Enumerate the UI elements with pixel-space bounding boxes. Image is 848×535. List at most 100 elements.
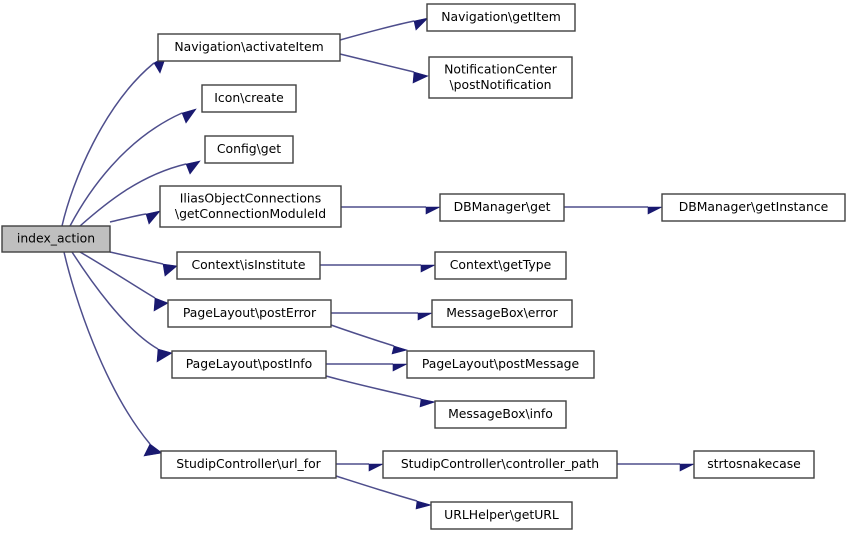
node-box[interactable] bbox=[406, 350, 595, 379]
node-sc_controllerpath[interactable]: StudipController\controller_path bbox=[382, 450, 618, 479]
node-label: Navigation\activateItem bbox=[174, 39, 323, 54]
edge-index_action-to-nav_activate bbox=[61, 55, 167, 227]
edge-line bbox=[61, 62, 155, 227]
edge-line bbox=[71, 251, 159, 350]
arrow-head-icon bbox=[145, 210, 161, 225]
edge-index_action-to-sc_urlfor bbox=[63, 251, 163, 457]
node-strtosnakecase[interactable]: strtosnakecase bbox=[693, 450, 815, 479]
node-notif_post[interactable]: NotificationCenter\postNotification bbox=[428, 56, 573, 99]
edge-line bbox=[79, 163, 187, 227]
arrow-head-icon bbox=[413, 17, 429, 31]
edge-sc_urlfor-to-url_geturl bbox=[335, 475, 433, 510]
node-label: Context\getType bbox=[450, 257, 552, 272]
node-url_geturl[interactable]: URLHelper\getURL bbox=[430, 501, 573, 530]
node-pl_postinfo[interactable]: PageLayout\postInfo bbox=[171, 350, 327, 379]
node-label: MessageBox\error bbox=[446, 305, 558, 320]
edge-index_action-to-pl_postinfo bbox=[71, 251, 173, 363]
node-label: Context\isInstitute bbox=[191, 257, 305, 272]
node-box[interactable] bbox=[428, 56, 573, 99]
node-label: Icon\create bbox=[214, 90, 283, 105]
node-box[interactable] bbox=[693, 450, 815, 479]
edge-pl_postinfo-to-mb_info bbox=[325, 375, 437, 408]
node-label: StudipController\controller_path bbox=[401, 456, 599, 471]
node-ilias_conn[interactable]: IliasObjectConnections\getConnectionModu… bbox=[159, 185, 342, 228]
node-label: strtosnakecase bbox=[707, 456, 801, 471]
edge-index_action-to-config_get bbox=[79, 160, 201, 227]
node-label: Config\get bbox=[217, 141, 281, 156]
node-icon_create[interactable]: Icon\create bbox=[201, 84, 297, 113]
node-box[interactable] bbox=[661, 193, 846, 222]
arrow-head-icon bbox=[417, 312, 433, 321]
node-box[interactable] bbox=[204, 135, 294, 164]
node-nav_activate[interactable]: Navigation\activateItem bbox=[157, 33, 341, 62]
edge-line bbox=[335, 475, 418, 502]
edge-line bbox=[330, 324, 395, 347]
node-box[interactable] bbox=[431, 299, 573, 328]
node-sc_urlfor[interactable]: StudipController\url_for bbox=[160, 450, 337, 479]
arrow-head-icon bbox=[181, 108, 197, 124]
node-label: DBManager\getInstance bbox=[679, 199, 829, 214]
node-config_get[interactable]: Config\get bbox=[204, 135, 294, 164]
node-label: PageLayout\postMessage bbox=[422, 356, 579, 371]
edge-ctx_isinstitute-to-ctx_gettype bbox=[319, 264, 436, 273]
node-dbm_getinstance[interactable]: DBManager\getInstance bbox=[661, 193, 846, 222]
node-box[interactable] bbox=[434, 400, 567, 429]
arrow-head-icon bbox=[419, 398, 437, 408]
edge-index_action-to-ilias_conn bbox=[109, 210, 161, 225]
arrow-head-icon bbox=[185, 160, 201, 175]
node-box[interactable] bbox=[171, 350, 327, 379]
edge-pl_posterror-to-mb_error bbox=[331, 312, 433, 321]
node-label: index_action bbox=[17, 231, 95, 246]
node-label: MessageBox\info bbox=[448, 406, 553, 421]
edge-index_action-to-icon_create bbox=[69, 108, 197, 227]
node-label: DBManager\get bbox=[454, 199, 551, 214]
arrow-head-icon bbox=[143, 443, 163, 457]
node-ctx_gettype[interactable]: Context\getType bbox=[434, 251, 567, 280]
edge-pl_posterror-to-pl_postmessage bbox=[330, 324, 409, 355]
arrow-head-icon bbox=[415, 500, 433, 510]
edge-pl_postinfo-to-pl_postmessage bbox=[326, 363, 408, 372]
node-box[interactable] bbox=[426, 3, 576, 32]
node-box[interactable] bbox=[430, 501, 573, 530]
node-box[interactable] bbox=[176, 251, 321, 280]
node-mb_info[interactable]: MessageBox\info bbox=[434, 400, 567, 429]
node-pl_postmessage[interactable]: PageLayout\postMessage bbox=[406, 350, 595, 379]
edge-line bbox=[109, 251, 164, 265]
edge-line bbox=[63, 251, 151, 445]
edges-layer bbox=[61, 17, 695, 510]
edge-line bbox=[109, 213, 147, 223]
node-box[interactable] bbox=[439, 193, 565, 222]
nodes-layer: index_action Navigation\activateItem Navig… bbox=[1, 3, 846, 530]
arrow-head-icon bbox=[156, 348, 173, 363]
edge-line bbox=[325, 375, 422, 400]
node-pl_posterror[interactable]: PageLayout\postError bbox=[167, 299, 332, 328]
arrow-head-icon bbox=[153, 297, 169, 312]
arrow-head-icon bbox=[368, 463, 384, 472]
node-box[interactable] bbox=[434, 251, 567, 280]
edge-line bbox=[339, 53, 415, 73]
edge-sc_urlfor-to-sc_controllerpath bbox=[335, 463, 384, 472]
node-label: StudipController\url_for bbox=[176, 456, 321, 471]
node-box[interactable] bbox=[160, 450, 337, 479]
edge-nav_activate-to-nav_getitem bbox=[339, 17, 429, 41]
node-label: PageLayout\postError bbox=[183, 305, 317, 320]
node-label: PageLayout\postInfo bbox=[186, 356, 313, 371]
arrow-head-icon bbox=[392, 363, 408, 372]
node-box[interactable] bbox=[159, 185, 342, 228]
node-nav_getitem[interactable]: Navigation\getItem bbox=[426, 3, 576, 32]
node-label: IliasObjectConnections bbox=[180, 190, 322, 205]
node-ctx_isinstitute[interactable]: Context\isInstitute bbox=[176, 251, 321, 280]
node-box[interactable] bbox=[201, 84, 297, 113]
arrow-head-icon bbox=[647, 206, 663, 215]
node-box[interactable] bbox=[1, 225, 111, 253]
node-dbm_get[interactable]: DBManager\get bbox=[439, 193, 565, 222]
node-box[interactable] bbox=[382, 450, 618, 479]
node-box[interactable] bbox=[167, 299, 332, 328]
node-index_action[interactable]: index_action bbox=[1, 225, 111, 253]
node-mb_error[interactable]: MessageBox\error bbox=[431, 299, 573, 328]
edge-sc_controllerpath-to-strtosnakecase bbox=[616, 463, 695, 472]
arrow-head-icon bbox=[162, 263, 178, 277]
arrow-head-icon bbox=[391, 345, 409, 355]
node-box[interactable] bbox=[157, 33, 341, 62]
